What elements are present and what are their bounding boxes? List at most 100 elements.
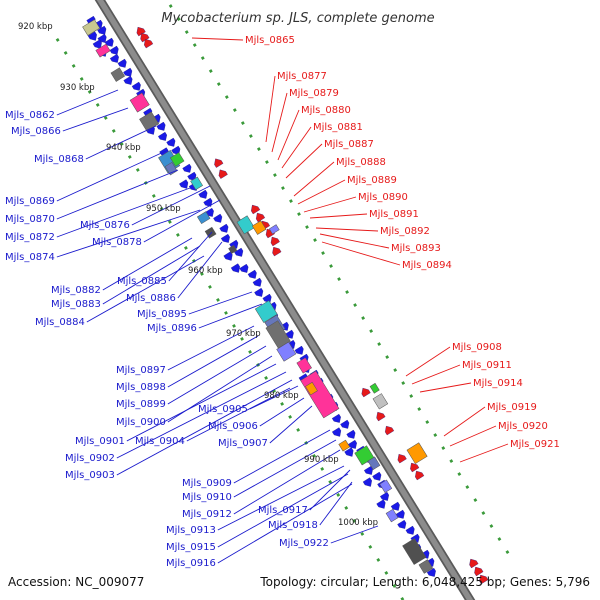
forward-gene-arrow	[92, 39, 102, 49]
left-tick-mark	[392, 583, 397, 588]
leader-line-right	[309, 213, 368, 219]
reverse-gene-arrow	[272, 246, 282, 257]
gene-label-left: Mjls_0868	[34, 154, 84, 165]
accession-text: Accession: NC_009077	[8, 575, 144, 589]
leader-line-right	[303, 196, 357, 213]
right-tick-mark	[329, 264, 333, 269]
reverse-gene-arrow	[397, 454, 407, 464]
forward-gene-arrow	[179, 179, 189, 189]
left-tick-mark	[376, 557, 381, 562]
left-tick-mark	[87, 89, 92, 94]
leader-line-right	[405, 346, 451, 377]
forward-gene-arrow	[198, 189, 208, 199]
gene-label-left: Mjls_0895	[137, 309, 187, 320]
right-tick-mark	[457, 472, 462, 477]
gene-label-left: Mjls_0916	[166, 558, 216, 569]
right-tick-mark	[232, 108, 237, 113]
left-tick-mark	[55, 37, 60, 42]
leader-line-right	[321, 241, 401, 266]
gene-label-right: Mjls_0919	[487, 402, 537, 413]
forward-gene-arrow	[390, 501, 400, 511]
forward-gene-arrow	[332, 427, 342, 437]
leader-line-left	[116, 371, 287, 459]
leader-line-left	[269, 405, 313, 444]
leader-line-left	[85, 125, 157, 160]
right-tick-mark	[401, 381, 406, 386]
leader-line-left	[126, 363, 277, 442]
reverse-gene-arrow	[251, 204, 261, 215]
gene-label-left: Mjls_0869	[5, 196, 55, 207]
right-tick-mark	[216, 82, 221, 87]
gene-label-left: Mjls_0878	[92, 237, 142, 248]
left-tick-mark	[360, 531, 365, 536]
left-tick-mark	[200, 271, 204, 276]
forward-gene-arrow	[223, 251, 233, 261]
reverse-gene-arrow	[136, 26, 146, 37]
gene-label-left: Mjls_0913	[166, 525, 216, 536]
right-tick-mark	[377, 342, 382, 347]
gene-label-left: Mjls_0910	[182, 492, 232, 503]
left-tick-mark	[103, 115, 108, 120]
gene-label-right: Mjls_0920	[498, 421, 548, 432]
gene-label-left: Mjls_0876	[80, 220, 130, 231]
forward-gene-arrow	[347, 439, 357, 449]
reverse-gene-arrow	[410, 462, 420, 473]
forward-gene-arrow	[203, 197, 213, 207]
leader-line-right	[281, 126, 312, 169]
gene-label-left: Mjls_0897	[116, 365, 166, 376]
forward-gene-arrow	[156, 121, 166, 131]
reverse-gene-arrow	[218, 169, 228, 179]
forward-gene-arrow	[87, 31, 97, 41]
left-tick-mark	[183, 245, 188, 250]
leader-line-right	[449, 425, 497, 447]
right-tick-mark	[465, 485, 470, 490]
gene-labels: Mjls_0862Mjls_0866Mjls_0868Mjls_0869Mjls…	[5, 35, 560, 569]
forward-gene-arrow	[123, 75, 133, 85]
right-tick-mark	[297, 212, 301, 217]
reverse-gene-arrow	[214, 158, 224, 168]
leader-line-left	[309, 469, 351, 511]
gene-label-left: Mjls_0912	[182, 509, 232, 520]
right-tick-mark	[385, 355, 390, 360]
reverse-gene-arrow	[270, 236, 280, 247]
gene-label-right: Mjls_0908	[452, 342, 502, 353]
gene-label-right: Mjls_0892	[380, 226, 430, 237]
leader-line-left	[217, 483, 353, 564]
leader-line-left	[143, 199, 221, 243]
backbone-line	[96, 0, 474, 600]
leader-line-left	[131, 185, 211, 226]
right-tick-mark	[313, 238, 317, 243]
leader-line-left	[86, 255, 205, 323]
forward-gene-arrow	[372, 471, 382, 481]
left-tick-mark	[224, 310, 228, 315]
gene-label-left: Mjls_0917	[258, 505, 308, 516]
gene-label-right: Mjls_0894	[402, 260, 452, 271]
forward-gene-arrow	[171, 145, 181, 155]
right-tick-mark	[192, 43, 197, 48]
left-tick-mark	[127, 154, 132, 159]
leader-line-right	[419, 382, 472, 393]
left-tick-mark	[368, 544, 373, 549]
right-tick-mark	[489, 524, 494, 529]
leader-line-left	[56, 209, 201, 258]
cog-feature-box	[228, 244, 238, 254]
right-tick-mark	[345, 290, 350, 295]
left-tick-mark	[216, 297, 220, 302]
cog-feature-box	[190, 176, 203, 191]
forward-gene-arrow	[252, 277, 262, 287]
right-tick-mark	[353, 303, 358, 308]
gene-label-left: Mjls_0915	[166, 542, 216, 553]
cog-feature-box	[169, 152, 185, 167]
leader-line-left	[233, 429, 331, 484]
right-tick-mark	[481, 511, 486, 516]
reverse-gene-arrow	[474, 566, 484, 577]
left-tick-mark	[232, 323, 236, 328]
gene-label-left: Mjls_0902	[65, 453, 115, 464]
leader-line-left	[330, 525, 379, 544]
cog-feature-box	[268, 224, 280, 235]
left-tick-mark	[111, 128, 116, 133]
right-tick-mark	[240, 121, 245, 126]
cog-feature-box	[204, 226, 217, 239]
gene-label-right: Mjls_0914	[473, 378, 523, 389]
